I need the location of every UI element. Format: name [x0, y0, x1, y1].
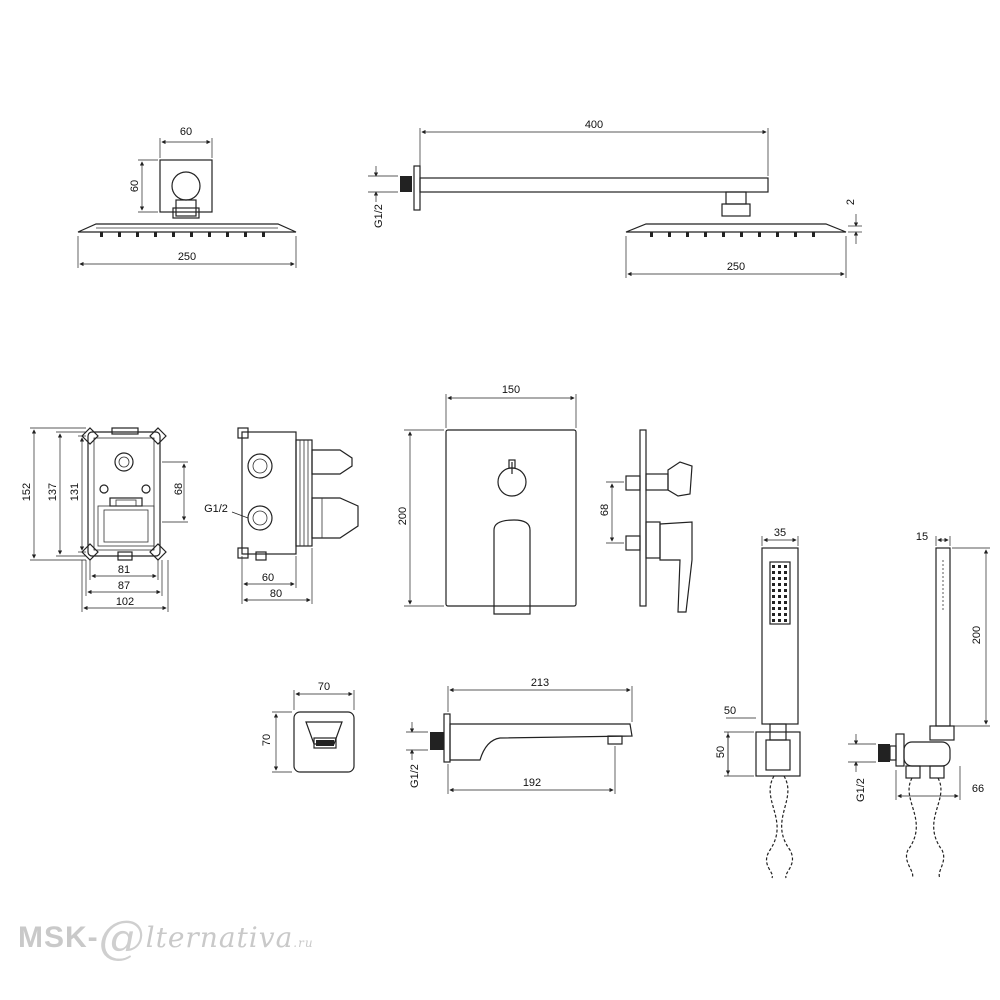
- dim-mixing-box-front: [30, 427, 188, 612]
- dim-mixing-box-side: [231, 511, 313, 604]
- hand-shower-front-view: [755, 547, 801, 879]
- dim-label-g12-holder: G1/2: [855, 778, 867, 802]
- dim-bath-spout: [406, 686, 633, 794]
- watermark-logo: MSK-@lternativa.ru: [18, 910, 314, 964]
- dim-label-81: 81: [118, 564, 130, 576]
- dim-label-102: 102: [116, 596, 134, 608]
- dim-label-250-left: 250: [178, 251, 196, 263]
- diverter-plate-front-view: [293, 711, 355, 773]
- dim-label-50-height: 50: [715, 746, 727, 758]
- dim-label-70-height: 70: [261, 734, 273, 746]
- hand-shower-side-view: [878, 547, 955, 879]
- dim-label-66: 66: [972, 783, 984, 795]
- dim-label-15: 15: [916, 531, 928, 543]
- dim-label-50-width: 50: [724, 705, 736, 717]
- dim-label-131: 131: [69, 483, 81, 501]
- bath-spout-side-view: [430, 713, 633, 763]
- dim-label-68-box: 68: [173, 483, 185, 495]
- dim-mixer-plate: [404, 394, 577, 607]
- dim-shower-front: [77, 138, 297, 268]
- dim-label-152: 152: [21, 483, 33, 501]
- dim-label-192: 192: [523, 777, 541, 789]
- mixer-side-view: [625, 429, 693, 613]
- dim-label-70-width: 70: [318, 681, 330, 693]
- mixer-plate-front-view: [445, 429, 577, 615]
- dim-shower-arm: [368, 128, 862, 278]
- watermark-suffix: .ru: [293, 936, 314, 950]
- dim-label-200-plate: 200: [397, 507, 409, 525]
- dim-hand-shower-side: [848, 536, 990, 800]
- dim-label-137: 137: [47, 483, 59, 501]
- dim-label-35: 35: [774, 527, 786, 539]
- watermark-part2: lternativa: [145, 921, 294, 954]
- watermark-at: @: [98, 910, 146, 964]
- dim-label-60-box: 60: [262, 572, 274, 584]
- dim-label-2: 2: [845, 199, 857, 205]
- dim-label-80: 80: [270, 588, 282, 600]
- dim-mixer-side: [606, 481, 624, 544]
- dim-label-g12-box: G1/2: [204, 503, 228, 515]
- watermark-part1: MSK-: [18, 921, 99, 954]
- dim-hand-shower: [724, 536, 799, 777]
- dim-label-150: 150: [502, 384, 520, 396]
- dim-label-200-hand: 200: [971, 626, 983, 644]
- dim-label-g12-arm: G1/2: [373, 204, 385, 228]
- dim-label-60-height: 60: [129, 180, 141, 192]
- dimension-labels: 60 60 250 400 G1/2 2 250 152 137 131 68 …: [21, 119, 984, 802]
- dim-label-400: 400: [585, 119, 603, 131]
- dim-label-250-right: 250: [727, 261, 745, 273]
- dim-label-g12-spout: G1/2: [409, 764, 421, 788]
- dim-label-213: 213: [531, 677, 549, 689]
- mixing-box-front-view: [81, 427, 167, 561]
- dim-diverter-plate: [272, 690, 355, 773]
- shower-head-front-view: [77, 159, 297, 237]
- dim-label-60-width: 60: [180, 126, 192, 138]
- dim-label-87: 87: [118, 580, 130, 592]
- mixing-box-side-view: [237, 427, 359, 561]
- shower-arm-side-view: [400, 165, 847, 237]
- dim-label-68-side: 68: [599, 504, 611, 516]
